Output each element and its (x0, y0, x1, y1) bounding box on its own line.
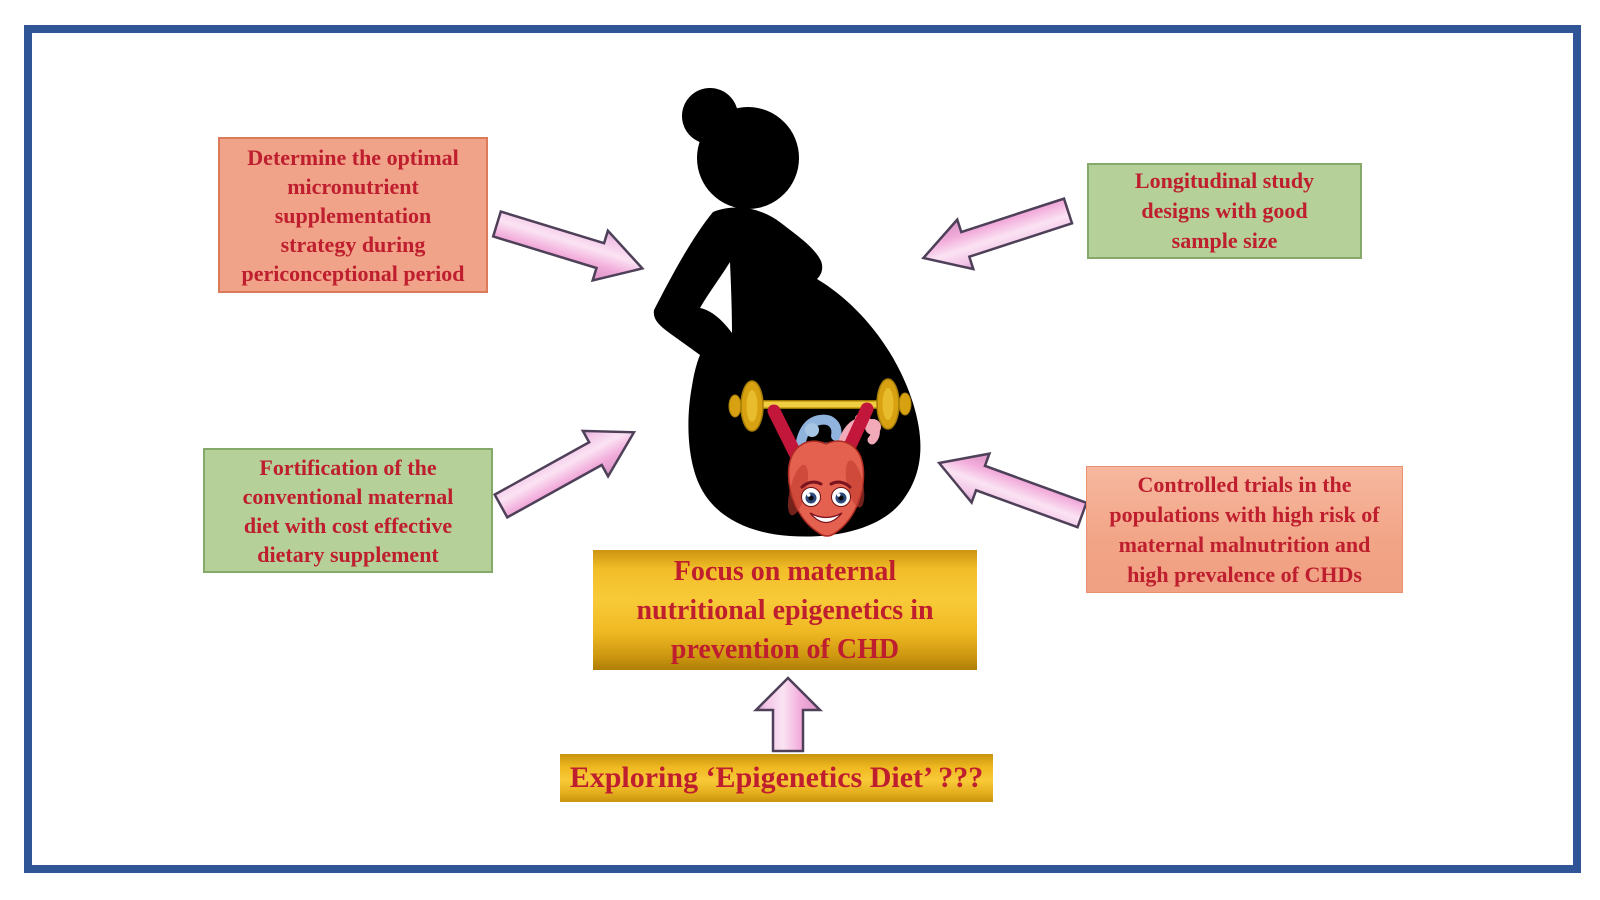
arrow-up (752, 676, 824, 753)
heart-character-lifting-barbell-icon (728, 378, 912, 537)
heart-body (787, 440, 865, 537)
text-line: sample size (1171, 228, 1278, 253)
text-line: micronutrient (287, 173, 419, 199)
box-focus-epigenetics: Focus on maternal nutritional epigenetics… (593, 550, 977, 670)
arrow-mid-right (936, 451, 1089, 529)
text-line: Determine the optimal (247, 144, 459, 170)
box-longitudinal-study: Longitudinal study designs with good sampl… (1087, 163, 1362, 259)
text-line: periconceptional period (241, 260, 465, 286)
text-line: Exploring ‘Epigenetics Diet’ ??? (569, 761, 984, 794)
text-line: designs with good (1141, 198, 1308, 223)
text-line: supplementation (274, 202, 432, 228)
head (697, 107, 799, 209)
text-line: nutritional epigenetics in (636, 594, 934, 626)
text-line: strategy during (280, 231, 426, 257)
text-line: Longitudinal study (1134, 168, 1315, 193)
arm-gap (700, 262, 732, 333)
smile (809, 512, 843, 524)
text-line: maternal malnutrition and (1118, 531, 1371, 557)
text-line: dietary supplement (257, 541, 439, 567)
box-exploring-epigenetics-diet: Exploring ‘Epigenetics Diet’ ??? (560, 754, 993, 802)
text-line: Controlled trials in the (1137, 471, 1352, 497)
text-line: conventional maternal (242, 483, 454, 509)
text-line: diet with cost effective (243, 512, 453, 538)
arrow-mid-left (492, 429, 637, 520)
pregnant-woman-silhouette-icon (653, 88, 921, 537)
heart-face (800, 480, 852, 524)
arrow-top-right (921, 197, 1074, 271)
text-line: high prevalence of CHDs (1127, 561, 1362, 587)
arrow-top-left (491, 210, 645, 283)
barbell-knob-left (728, 394, 742, 418)
box-optimal-micronutrient: Determine the optimal micronutrient supple… (218, 137, 488, 293)
text-line: Fortification of the (259, 454, 437, 480)
box-fortification-diet: Fortification of the conventional materna… (203, 448, 493, 573)
text-line: populations with high risk of (1109, 501, 1380, 527)
text-line: Focus on maternal (673, 555, 897, 587)
body (653, 207, 921, 537)
outer-frame (24, 25, 1581, 873)
text-line: prevention of CHD (670, 633, 900, 665)
box-controlled-trials: Controlled trials in the populations with… (1086, 466, 1403, 593)
barbell-knob-right (898, 392, 912, 416)
